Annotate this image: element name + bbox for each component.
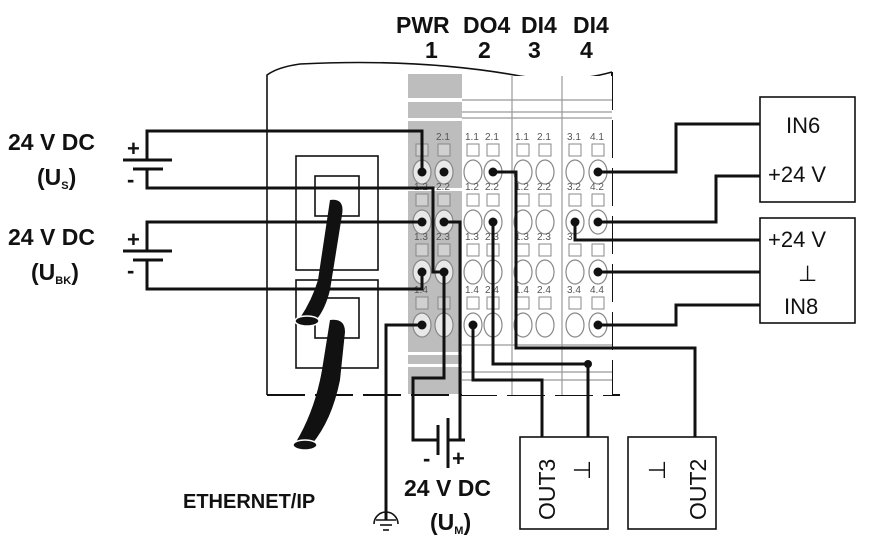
actuator2-ground: ⊥ bbox=[644, 460, 670, 480]
ethernet-port-1 bbox=[295, 155, 379, 271]
svg-text:2.1: 2.1 bbox=[436, 132, 450, 143]
terminal-di4b-3-1: 3 bbox=[565, 232, 585, 285]
um-label: (UM) bbox=[430, 509, 471, 537]
sensor1-line1: IN6 bbox=[786, 113, 820, 138]
wires bbox=[145, 122, 760, 520]
sensor-in8: +24 V ⊥ IN8 bbox=[759, 217, 856, 324]
actuator1-ground: ⊥ bbox=[569, 460, 595, 480]
svg-text:4.2: 4.2 bbox=[590, 182, 604, 193]
terminal-di4b-4-1: 3.4 bbox=[565, 285, 585, 338]
svg-text:3.4: 3.4 bbox=[567, 285, 581, 296]
svg-text:2.3: 2.3 bbox=[537, 232, 551, 243]
terminal-di4a-3-2: 2.3 bbox=[535, 232, 555, 285]
us-plus: + bbox=[127, 136, 140, 161]
us-voltage: 24 V DC bbox=[8, 129, 95, 155]
supply-ubk: 24 V DC (UBK) + - bbox=[8, 224, 172, 287]
svg-text:1.4: 1.4 bbox=[465, 285, 479, 296]
terminal-di4b-3-2 bbox=[588, 243, 608, 285]
terminal-do4-2-2: 2.2 bbox=[483, 182, 503, 235]
svg-text:2.3: 2.3 bbox=[436, 232, 450, 243]
svg-text:2.1: 2.1 bbox=[485, 132, 499, 143]
ubk-minus: - bbox=[127, 258, 134, 283]
terminal-connection-dot bbox=[417, 167, 427, 177]
um-voltage: 24 V DC bbox=[404, 475, 491, 501]
svg-text:4.4: 4.4 bbox=[590, 285, 604, 296]
terminal-pwr-1-2: 2.1 bbox=[434, 132, 454, 185]
ubk-label: (UBK) bbox=[31, 259, 79, 287]
actuator-out2: OUT2 ⊥ bbox=[627, 436, 717, 530]
svg-text:2.1: 2.1 bbox=[537, 132, 551, 143]
terminal-do4-1-1: 1.1 bbox=[463, 132, 483, 185]
sensor1-line2: +24 V bbox=[768, 162, 826, 187]
terminal-di4a-1-2: 2.1 bbox=[535, 132, 555, 185]
ethernet-cable bbox=[292, 199, 345, 451]
supply-um: - + 24 V DC (UM) bbox=[404, 418, 491, 537]
svg-text:1.2: 1.2 bbox=[465, 182, 479, 193]
ethernet-label: ETHERNET/IP bbox=[183, 491, 315, 513]
pwr-module bbox=[408, 74, 462, 394]
terminal-do4-3-1: 1.3 bbox=[463, 232, 483, 285]
svg-text:3.2: 3.2 bbox=[567, 182, 581, 193]
terminal-di4a-4-2: 2.4 bbox=[535, 285, 555, 338]
svg-text:2.4: 2.4 bbox=[537, 285, 551, 296]
us-label: (US) bbox=[37, 164, 76, 192]
module-type-pwr: PWR bbox=[396, 12, 450, 38]
svg-text:1.1: 1.1 bbox=[515, 132, 529, 143]
junction-dot bbox=[584, 360, 592, 368]
ubk-voltage: 24 V DC bbox=[8, 224, 95, 250]
terminal-di4a-2-2: 2.2 bbox=[535, 182, 555, 235]
svg-text:3.1: 3.1 bbox=[567, 132, 581, 143]
module-slot-1: 1 bbox=[425, 37, 438, 63]
um-minus: - bbox=[423, 446, 430, 471]
module-slot-2: 2 bbox=[478, 37, 491, 63]
svg-text:1.2: 1.2 bbox=[515, 182, 529, 193]
supply-us: 24 V DC (US) + - bbox=[8, 129, 172, 192]
terminal-di4a-3-1: 1.3 bbox=[513, 232, 533, 285]
ubk-plus: + bbox=[127, 227, 140, 252]
module-headers: PWR DO4 DI4 DI4 1 2 3 4 bbox=[396, 12, 609, 63]
terminal-di4a-1-1: 1.1 bbox=[513, 132, 533, 185]
svg-text:2.2: 2.2 bbox=[537, 182, 551, 193]
module-slot-3: 3 bbox=[528, 37, 541, 63]
terminal-di4a-2-1: 1.2 bbox=[513, 182, 533, 235]
us-minus: - bbox=[127, 167, 134, 192]
sensor2-line1: +24 V bbox=[768, 227, 826, 252]
svg-text:3: 3 bbox=[567, 232, 573, 243]
module-slot-4: 4 bbox=[580, 37, 593, 63]
module-type-di4-a: DI4 bbox=[521, 12, 557, 38]
svg-text:4.1: 4.1 bbox=[590, 132, 604, 143]
svg-text:1.1: 1.1 bbox=[465, 132, 479, 143]
actuator-out3: OUT3 ⊥ bbox=[519, 436, 609, 530]
terminal-pwr-1-1 bbox=[412, 143, 432, 185]
terminal-connection-dot bbox=[439, 167, 449, 177]
sensor2-line2: ⊥ bbox=[798, 261, 817, 286]
sensor-in6: IN6 +24 V bbox=[759, 96, 856, 203]
svg-text:2.2: 2.2 bbox=[436, 182, 450, 193]
protective-earth-icon bbox=[373, 511, 399, 531]
terminal-do4-2-1: 1.2 bbox=[463, 182, 483, 235]
terminal-di4b-1-1: 3.1 bbox=[565, 132, 585, 185]
svg-text:2.2: 2.2 bbox=[485, 182, 499, 193]
terminal-di4a-4-1: 1.4 bbox=[513, 285, 533, 338]
svg-text:1.3: 1.3 bbox=[465, 232, 479, 243]
module-type-do4: DO4 bbox=[463, 12, 511, 38]
actuator2-label: OUT2 bbox=[685, 459, 711, 520]
svg-text:1.3: 1.3 bbox=[414, 232, 428, 243]
svg-text:1.3: 1.3 bbox=[515, 232, 529, 243]
module-type-di4-b: DI4 bbox=[573, 12, 609, 38]
svg-text:1.4: 1.4 bbox=[515, 285, 529, 296]
actuator1-label: OUT3 bbox=[534, 459, 560, 520]
um-plus: + bbox=[452, 446, 465, 471]
sensor2-line3: IN8 bbox=[784, 294, 818, 319]
